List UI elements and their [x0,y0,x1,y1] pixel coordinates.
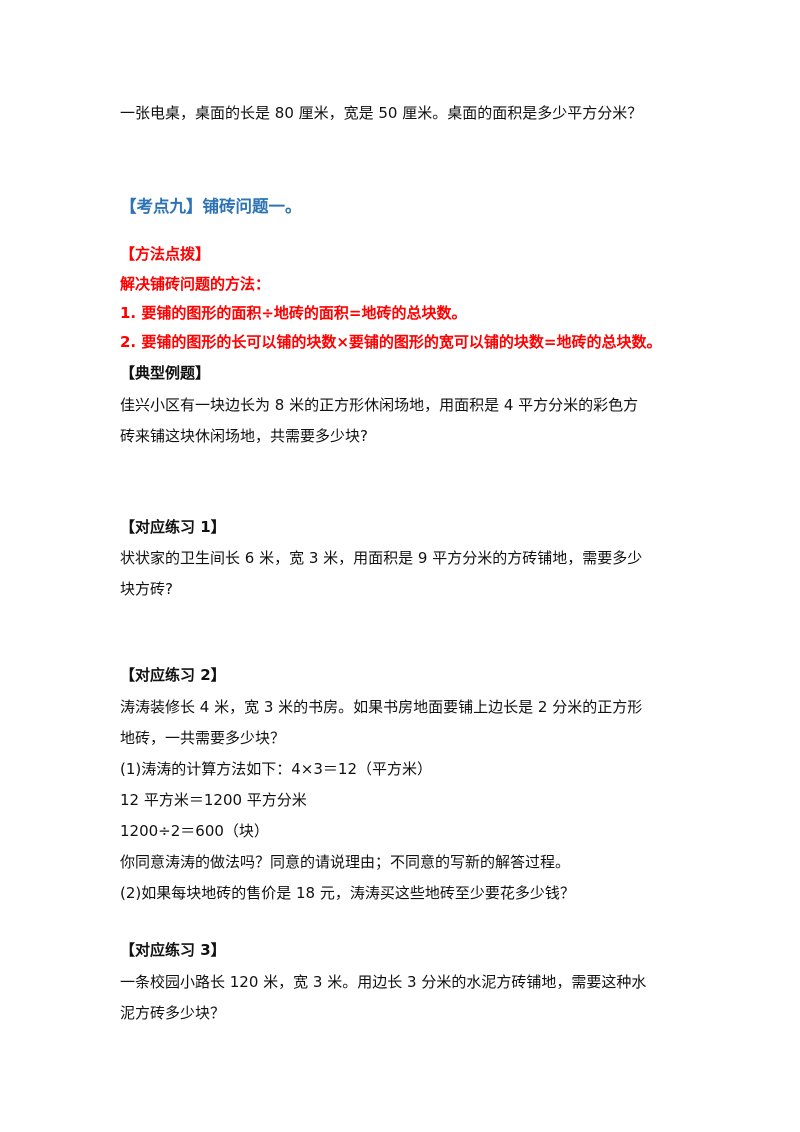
method-heading: 【方法点拨】 [120,245,211,263]
example-heading: 【典型例题】 [120,364,211,382]
method-title: 解决铺砖问题的方法： [120,275,271,293]
section-title: 【考点九】铺砖问题一。 [120,197,302,216]
practice2-line-2: 地砖，一共需要多少块？ [120,729,286,747]
practice1-line-2: 块方砖? [120,580,173,598]
example-line-2: 砖来铺这块休闲场地，共需要多少块? [120,427,368,445]
practice2-line-5: 1200÷2＝600（块） [120,822,269,840]
practice1-heading: 【对应练习 1】 [120,518,226,536]
method-item-2: 2. 要铺的图形的长可以铺的块数×要铺的图形的宽可以铺的块数=地砖的总块数。 [120,333,662,351]
practice3-heading: 【对应练习 3】 [120,941,226,959]
practice2-line-7: (2)如果每块地砖的售价是 18 元，涛涛买这些地砖至少要花多少钱？ [120,884,575,902]
practice2-line-6: 你同意涛涛的做法吗？同意的请说理由；不同意的写新的解答过程。 [120,853,571,871]
practice2-line-1: 涛涛装修长 4 米，宽 3 米的书房。如果书房地面要铺上边长是 2 分米的正方形 [120,698,643,716]
method-item-1: 1. 要铺的图形的面积÷地砖的面积=地砖的总块数。 [120,304,467,322]
example-line-1: 佳兴小区有一块边长为 8 米的正方形休闲场地，用面积是 4 平方分米的彩色方 [120,396,639,414]
practice2-heading: 【对应练习 2】 [120,666,226,684]
practice3-line-1: 一条校园小路长 120 米，宽 3 米。用边长 3 分米的水泥方砖铺地，需要这种… [120,973,647,991]
practice3-line-2: 泥方砖多少块？ [120,1004,226,1022]
practice1-line-1: 状状家的卫生间长 6 米，宽 3 米，用面积是 9 平方分米的方砖铺地，需要多少 [120,549,643,567]
practice2-line-4: 12 平方米＝1200 平方分米 [120,791,307,809]
intro-problem: 一张电桌，桌面的长是 80 厘米，宽是 50 厘米。桌面的面积是多少平方分米？ [120,104,643,122]
practice2-line-3: (1)涛涛的计算方法如下：4×3＝12（平方米） [120,760,432,778]
